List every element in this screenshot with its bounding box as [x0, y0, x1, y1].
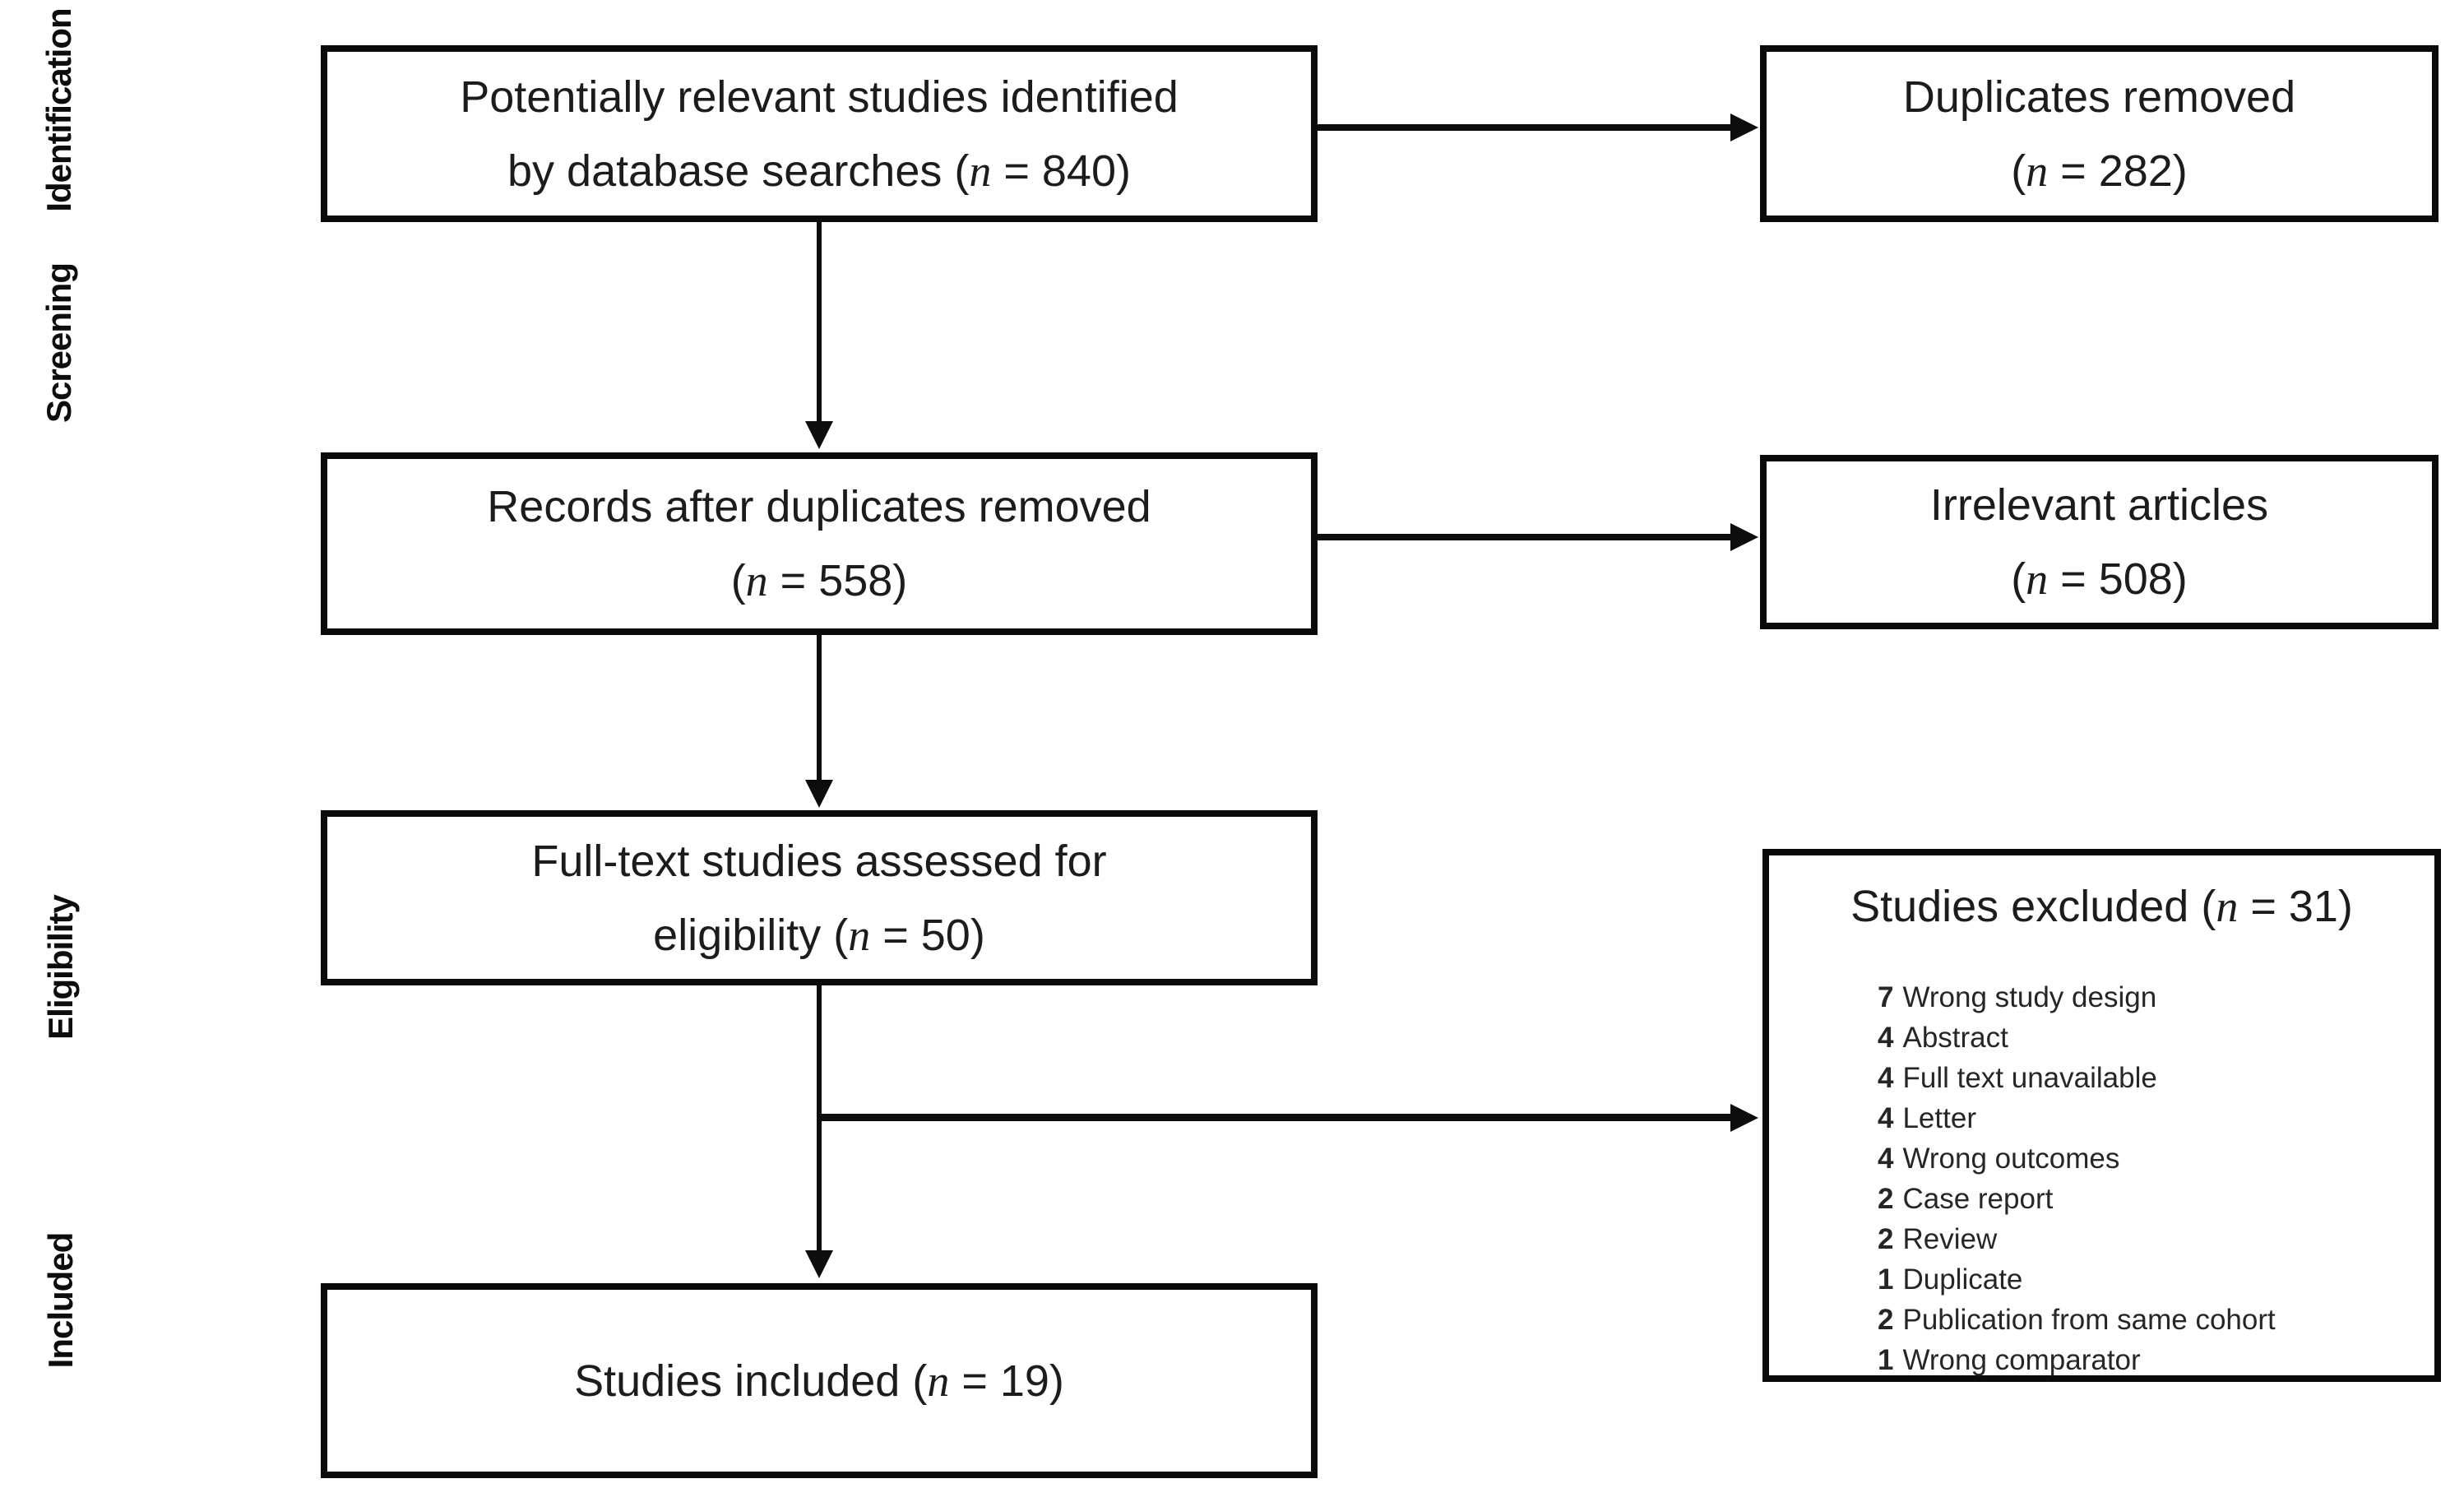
- duplicates-line2-pre: (: [2011, 146, 2026, 196]
- irrelevant-n-symbol: n: [2026, 554, 2049, 604]
- records-line1: Records after duplicates removed: [487, 482, 1151, 531]
- arrow-identified-to-records-head: [805, 421, 833, 449]
- reason-label: Wrong comparator: [1902, 1344, 2141, 1376]
- reason-count: 7: [1878, 981, 1894, 1013]
- reason-label: Review: [1902, 1223, 1998, 1255]
- identified-line2: by database searches (n = 840): [507, 134, 1131, 208]
- arrow-identified-to-duplicates-line: [1318, 124, 1737, 131]
- reason-count: 1: [1878, 1344, 1894, 1376]
- box-studies-identified: Potentially relevant studies identified …: [321, 45, 1318, 222]
- arrow-records-to-irrelevant-head: [1730, 523, 1758, 551]
- excluded-title: Studies excluded (n = 31): [1769, 877, 2434, 936]
- arrow-records-to-fulltext-line: [817, 635, 822, 781]
- fulltext-n-symbol: n: [848, 910, 871, 960]
- reason-label: Letter: [1902, 1102, 1976, 1134]
- duplicates-line2: (n = 282): [2011, 134, 2188, 208]
- reason-label: Full text unavailable: [1902, 1062, 2157, 1094]
- arrow-fulltext-to-excluded-head: [1730, 1104, 1758, 1132]
- records-line2: (n = 558): [731, 544, 908, 618]
- box-duplicates-removed: Duplicates removed (n = 282): [1760, 45, 2439, 222]
- arrow-fulltext-to-included-head: [805, 1250, 833, 1278]
- reason-label: Publication from same cohort: [1902, 1304, 2276, 1336]
- fulltext-line2: eligibility (n = 50): [653, 898, 985, 972]
- box-records-after-duplicates: Records after duplicates removed (n = 55…: [321, 452, 1318, 635]
- fulltext-line1: Full-text studies assessed for: [531, 836, 1107, 886]
- box-studies-included: Studies included (n = 19): [321, 1283, 1318, 1478]
- irrelevant-line2-post: = 508): [2048, 554, 2188, 604]
- arrow-identified-to-records-line: [817, 222, 822, 423]
- reason-label: Duplicate: [1902, 1263, 2023, 1296]
- box-irrelevant-articles: Irrelevant articles (n = 508): [1760, 455, 2439, 629]
- duplicates-line1: Duplicates removed: [1902, 72, 2296, 122]
- box-fulltext-assessed: Full-text studies assessed for eligibili…: [321, 810, 1318, 985]
- arrow-fulltext-to-excluded-line: [819, 1114, 1732, 1121]
- reason-count: 2: [1878, 1223, 1894, 1255]
- fulltext-line2-post: = 50): [870, 910, 985, 960]
- reason-label: Case report: [1902, 1183, 2054, 1215]
- identified-line2-post: = 840): [991, 146, 1131, 196]
- reason-count: 1: [1878, 1263, 1894, 1296]
- included-line-pre: Studies included (: [574, 1356, 928, 1406]
- included-line-post: = 19): [949, 1356, 1064, 1406]
- arrow-records-to-irrelevant-line: [1318, 534, 1737, 540]
- duplicates-n-symbol: n: [2026, 146, 2049, 196]
- excluded-n-symbol: n: [2216, 882, 2239, 931]
- reason-count: 4: [1878, 1143, 1894, 1175]
- excluded-title-post: = 31): [2238, 882, 2353, 931]
- identified-n-symbol: n: [969, 146, 992, 196]
- reason-count: 2: [1878, 1183, 1894, 1215]
- reason-count: 2: [1878, 1304, 1894, 1336]
- stage-label-included: Included: [41, 1232, 80, 1369]
- included-line: Studies included (n = 19): [574, 1344, 1064, 1418]
- reason-label: Wrong outcomes: [1902, 1143, 2120, 1175]
- identified-line1: Potentially relevant studies identified: [460, 72, 1179, 122]
- records-line2-pre: (: [730, 556, 746, 605]
- irrelevant-line2: (n = 508): [2011, 542, 2188, 616]
- stage-label-identification: Identification: [39, 8, 78, 212]
- reason-count: 4: [1878, 1102, 1894, 1134]
- excluded-title-pre: Studies excluded (: [1850, 882, 2216, 931]
- reason-label: Wrong study design: [1902, 981, 2157, 1013]
- records-line2-post: = 558): [767, 556, 908, 605]
- reason-label: Abstract: [1902, 1022, 2008, 1054]
- irrelevant-line1: Irrelevant articles: [1929, 480, 2269, 530]
- included-n-symbol: n: [927, 1356, 950, 1406]
- duplicates-line2-post: = 282): [2048, 146, 2188, 196]
- arrow-identified-to-duplicates-head: [1730, 114, 1758, 141]
- stage-label-eligibility: Eligibility: [41, 895, 80, 1040]
- irrelevant-line2-pre: (: [2011, 554, 2026, 604]
- arrow-records-to-fulltext-head: [805, 780, 833, 808]
- stage-label-screening: Screening: [39, 262, 78, 424]
- reason-count: 4: [1878, 1062, 1894, 1094]
- reason-count: 4: [1878, 1022, 1894, 1054]
- records-n-symbol: n: [745, 556, 768, 605]
- identified-line2-pre: by database searches (: [507, 146, 970, 196]
- fulltext-line2-pre: eligibility (: [653, 910, 849, 960]
